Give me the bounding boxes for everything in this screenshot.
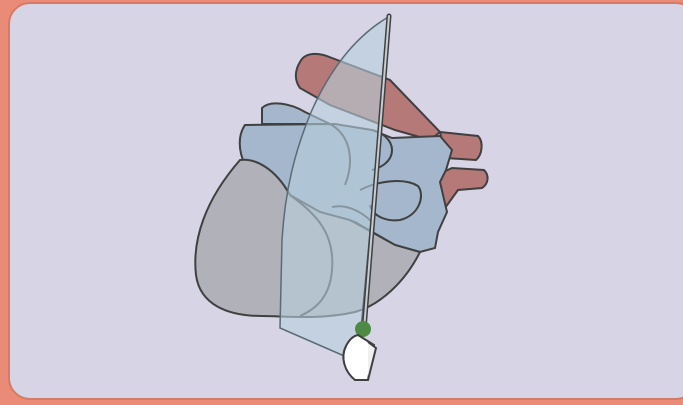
ultrasound-probe-icon	[343, 335, 376, 380]
